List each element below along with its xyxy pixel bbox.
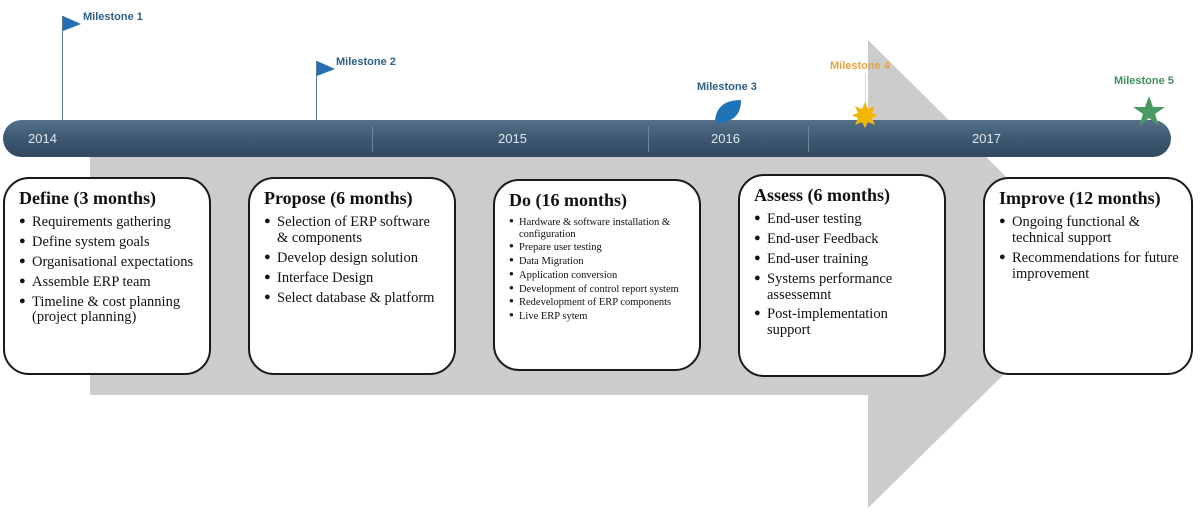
flag-icon <box>317 61 335 76</box>
flag-pole <box>316 61 317 120</box>
list-item: Redevelopment of ERP components <box>509 297 687 309</box>
timeline-bar <box>3 120 1171 157</box>
list-item: Hardware & software installation & confi… <box>509 217 687 241</box>
phase-title: Improve (12 months) <box>999 188 1161 208</box>
year-divider <box>808 126 809 152</box>
sun-burst-icon <box>852 102 878 128</box>
phase-propose: Propose (6 months) Selection of ERP soft… <box>248 177 456 375</box>
phase-title: Propose (6 months) <box>264 188 413 208</box>
year-divider <box>372 126 373 152</box>
flag-icon <box>63 16 81 31</box>
list-item: End-user training <box>754 251 932 268</box>
phase-assess: Assess (6 months) End-user testing End-u… <box>738 174 946 377</box>
milestone-2-label: Milestone 2 <box>336 56 396 68</box>
milestone-5-label: Milestone 5 <box>1114 75 1174 87</box>
year-label-2015: 2015 <box>498 131 527 146</box>
phase-define: Define (3 months) Requirements gathering… <box>3 177 211 375</box>
list-item: Post-implementation support <box>754 307 932 339</box>
year-label-2016: 2016 <box>711 131 740 146</box>
list-item: Assemble ERP team <box>19 274 197 291</box>
phase-list: Hardware & software installation & confi… <box>509 217 687 323</box>
year-label-2014: 2014 <box>28 131 57 146</box>
list-item: Systems performance assessemnt <box>754 271 932 304</box>
list-item: Select database & platform <box>264 290 442 307</box>
list-item: End-user testing <box>754 211 932 228</box>
leaf-icon <box>715 100 741 123</box>
year-label-2017: 2017 <box>972 131 1001 146</box>
phase-list: Selection of ERP software & components D… <box>264 214 442 307</box>
list-item: Recommendations for future improvement <box>999 250 1179 283</box>
list-item: Selection of ERP software & components <box>264 214 442 247</box>
phase-do: Do (16 months) Hardware & software insta… <box>493 179 701 371</box>
list-item: Ongoing functional & technical support <box>999 214 1179 247</box>
milestone-4-label: Milestone 4 <box>830 60 890 72</box>
star-icon <box>1133 96 1165 126</box>
list-item: Develop design solution <box>264 250 442 267</box>
phase-title: Assess (6 months) <box>754 185 891 205</box>
phase-list: End-user testing End-user Feedback End-u… <box>754 211 932 340</box>
milestone-4-pole <box>865 74 866 104</box>
list-item: Application conversion <box>509 270 687 282</box>
phase-improve: Improve (12 months) Ongoing functional &… <box>983 177 1193 375</box>
list-item: Timeline & cost planning (project planni… <box>19 294 197 327</box>
list-item: Development of control report system <box>509 284 687 296</box>
list-item: Data Migration <box>509 256 687 268</box>
list-item: Interface Design <box>264 270 442 287</box>
phase-list: Ongoing functional & technical support R… <box>999 214 1179 283</box>
phase-title: Do (16 months) <box>509 190 628 210</box>
year-divider <box>648 126 649 152</box>
milestone-3-label: Milestone 3 <box>697 81 757 93</box>
flag-pole <box>62 16 63 120</box>
phase-title: Define (3 months) <box>19 188 156 208</box>
list-item: Requirements gathering <box>19 214 197 231</box>
phase-list: Requirements gathering Define system goa… <box>19 214 197 327</box>
list-item: Define system goals <box>19 234 197 251</box>
milestone-1-label: Milestone 1 <box>83 11 143 23</box>
list-item: Organisational expectations <box>19 254 197 271</box>
list-item: End-user Feedback <box>754 231 932 248</box>
list-item: Live ERP sytem <box>509 311 687 323</box>
list-item: Prepare user testing <box>509 242 687 254</box>
